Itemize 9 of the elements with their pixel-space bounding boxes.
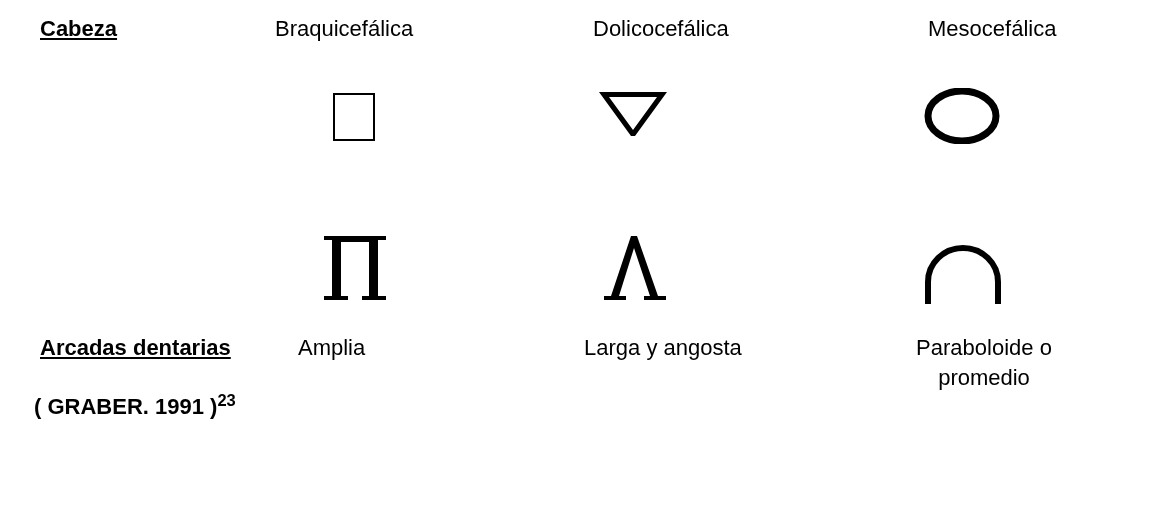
row-heading: Cabeza	[40, 15, 118, 43]
column-heading: Dolicocefálica	[593, 15, 729, 43]
arch-type-label: Amplia	[298, 334, 366, 362]
column-heading: Braquicefálica	[275, 15, 414, 43]
column-heading: Mesocefálica	[928, 15, 1057, 43]
arch-type-label: Larga y angosta	[584, 334, 742, 362]
arch-type-label: Paraboloide o promedio	[915, 334, 1053, 392]
citation: ( GRABER. 1991 )$^{23}$	[34, 392, 236, 421]
row-heading: Arcadas dentarias	[40, 334, 231, 362]
